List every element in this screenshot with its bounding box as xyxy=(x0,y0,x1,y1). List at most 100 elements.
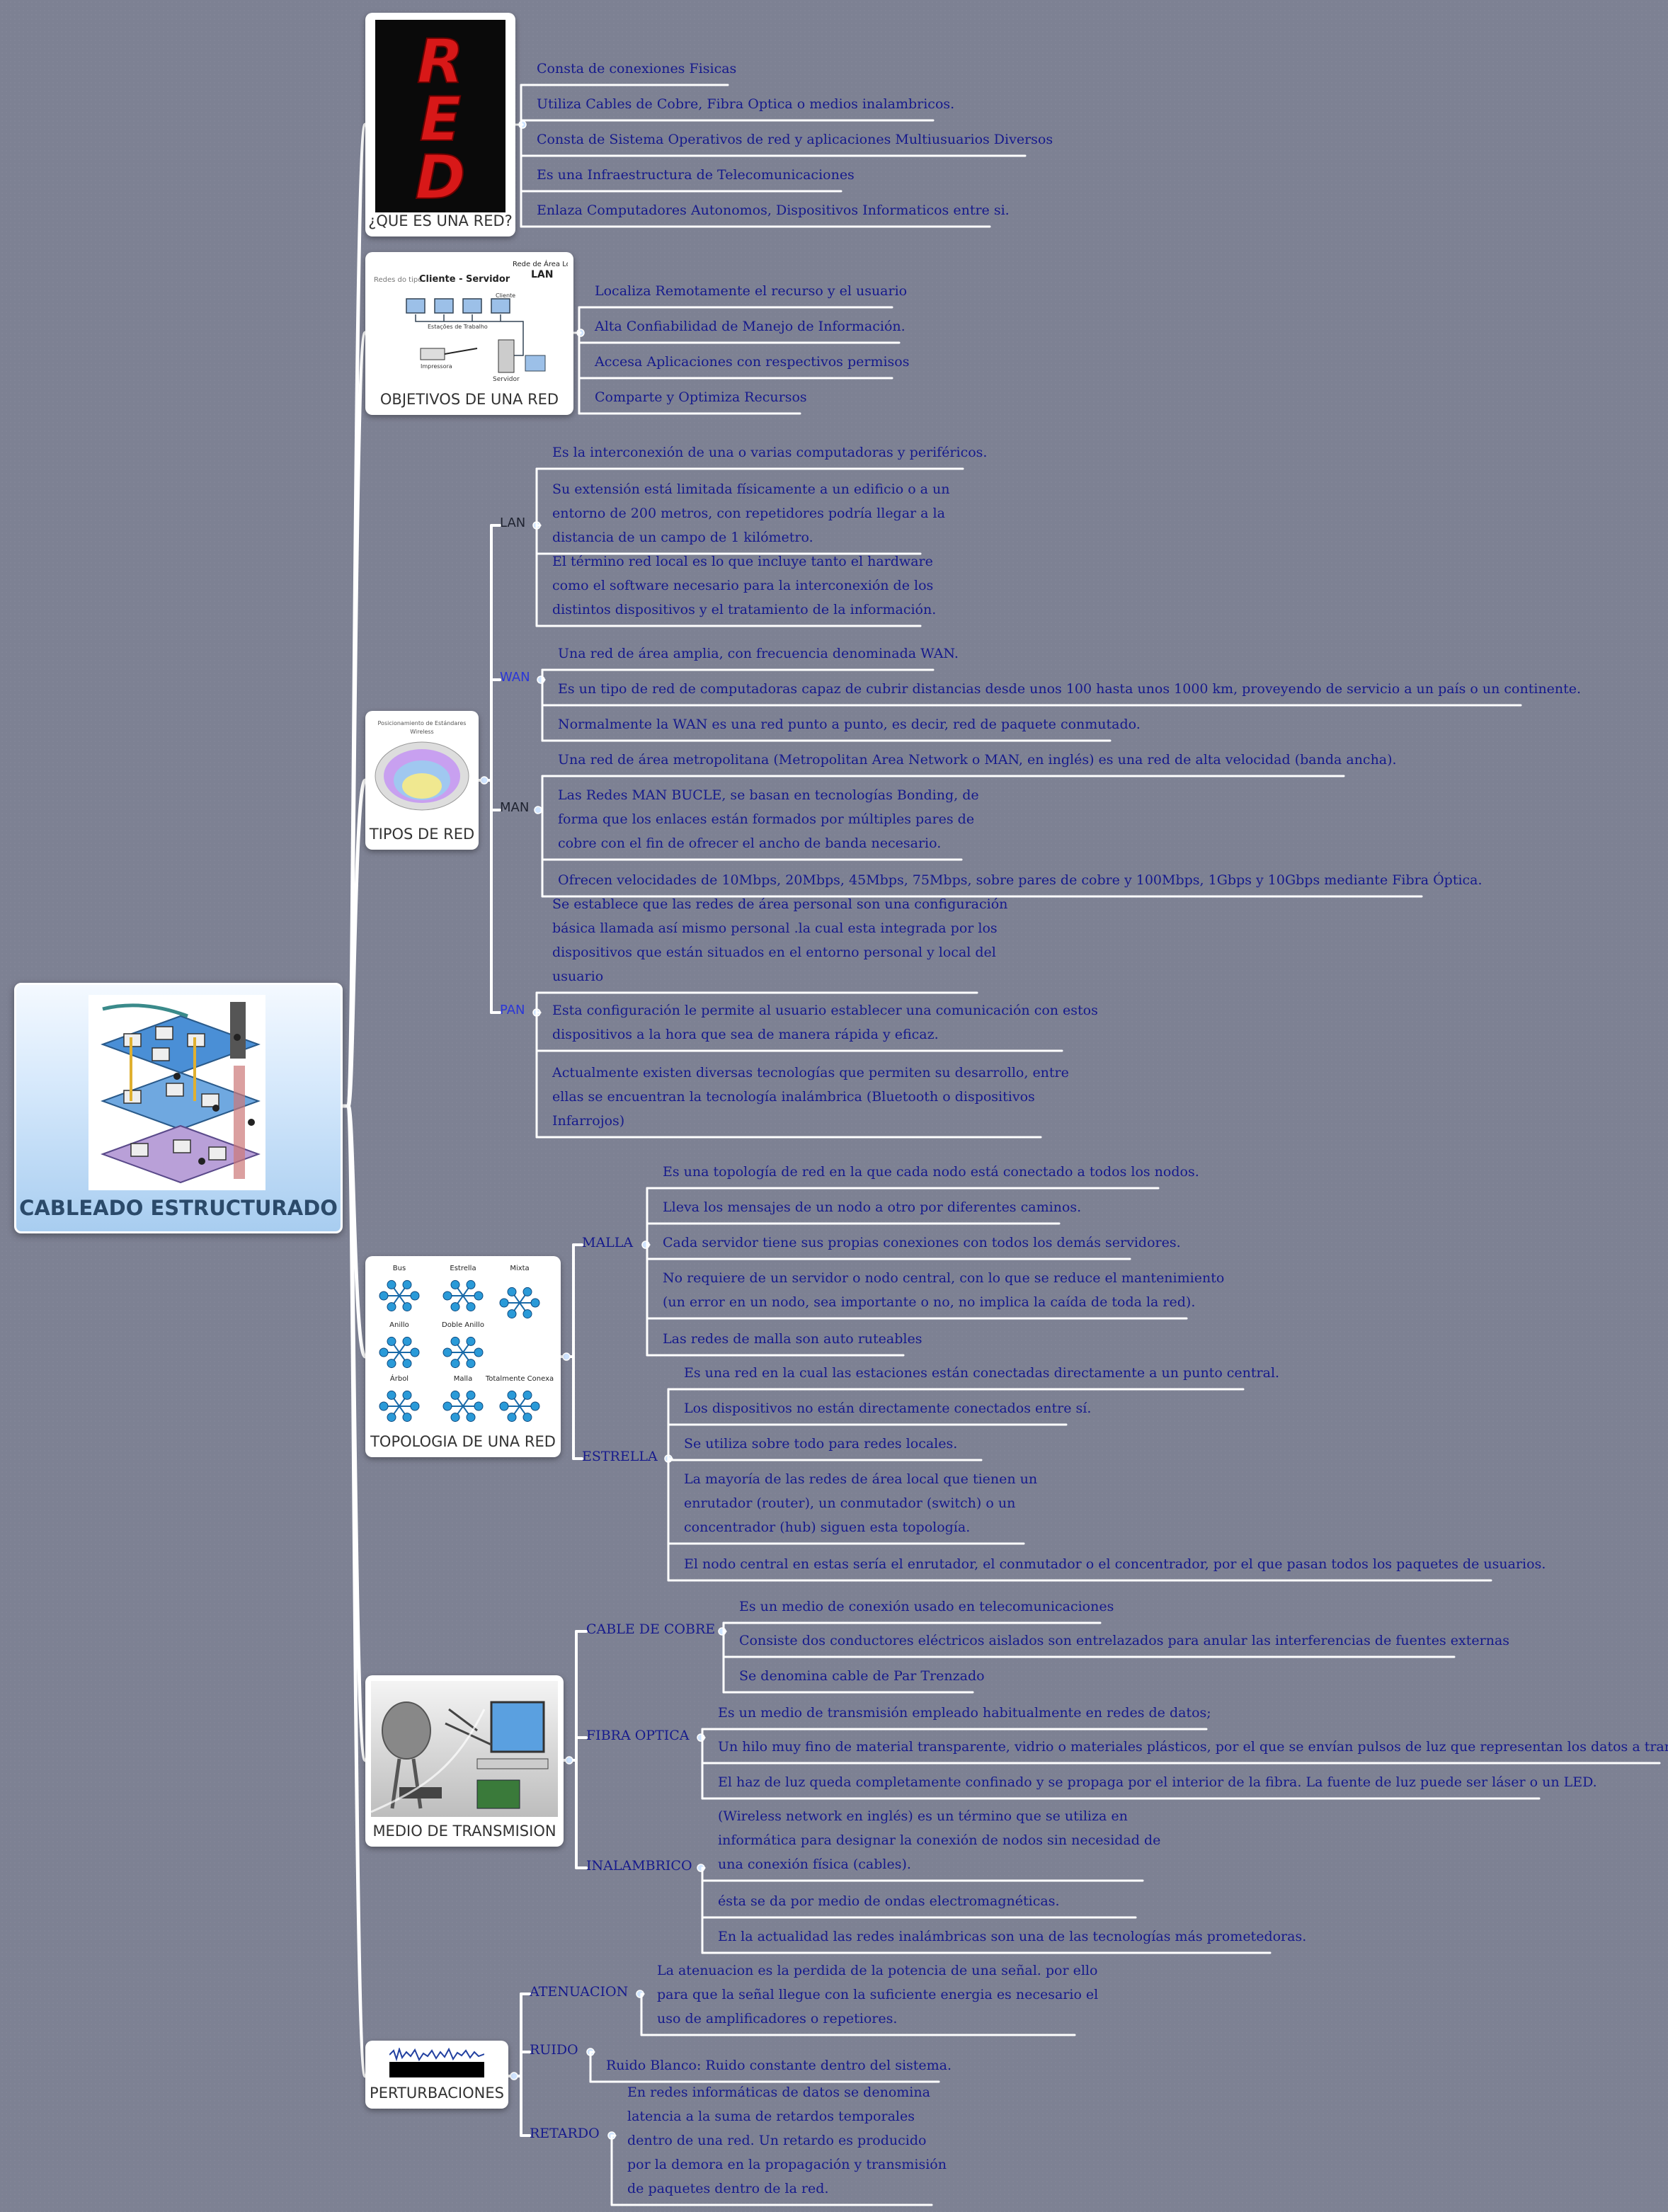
subtopic-lan[interactable]: LAN xyxy=(500,515,526,530)
leaf-topic[interactable]: ésta se da por medio de ondas electromag… xyxy=(718,1889,1060,1913)
leaf-topic[interactable]: Ofrecen velocidades de 10Mbps, 20Mbps, 4… xyxy=(558,868,1483,892)
subtopic-cobre[interactable]: CABLE DE COBRE xyxy=(586,1621,716,1637)
image-label: Rede de Área Local xyxy=(513,259,568,268)
leaf-topic[interactable]: Es una Infraestructura de Telecomunicaci… xyxy=(537,163,855,187)
leaf-text-line: Es una topología de red en la que cada n… xyxy=(663,1164,1199,1180)
leaf-text-line: enrutador (router), un conmutador (switc… xyxy=(684,1495,1016,1511)
image-label: Bus xyxy=(393,1265,406,1272)
subtopic-estrella[interactable]: ESTRELLA xyxy=(582,1449,658,1464)
leaf-text-line: Es un tipo de red de computadoras capaz … xyxy=(558,681,1582,697)
leaf-topic[interactable]: Es la interconexión de una o varias comp… xyxy=(552,440,987,464)
leaf-topic[interactable]: Se establece que las redes de área perso… xyxy=(552,892,1007,988)
leaf-topic[interactable]: Una red de área amplia, con frecuencia d… xyxy=(558,642,959,666)
leaf-topic[interactable]: Consta de Sistema Operativos de red y ap… xyxy=(537,127,1053,152)
leaf-text-line: Localiza Remotamente el recurso y el usu… xyxy=(595,283,908,299)
leaf-topic[interactable]: No requiere de un servidor o nodo centra… xyxy=(663,1266,1224,1314)
leaf-text-line: Es la interconexión de una o varias comp… xyxy=(552,445,988,460)
leaf-topic[interactable]: Comparte y Optimiza Recursos xyxy=(595,385,807,409)
subtopic-retardo[interactable]: RETARDO xyxy=(530,2126,600,2141)
leaf-topic[interactable]: En redes informáticas de datos se denomi… xyxy=(627,2080,947,2201)
leaf-topic[interactable]: En la actualidad las redes inalámbricas … xyxy=(718,1925,1306,1949)
subtopic-ruido[interactable]: RUIDO xyxy=(530,2042,578,2058)
leaf-topic[interactable]: Es una red en la cual las estaciones est… xyxy=(684,1361,1279,1385)
leaf-text-line: Un hilo muy fino de material transparent… xyxy=(718,1739,1668,1755)
subtopic-wan[interactable]: WAN xyxy=(500,670,530,685)
leaf-topic[interactable]: Consiste dos conductores eléctricos aisl… xyxy=(739,1629,1509,1653)
leaf-topic[interactable]: Se denomina cable de Par Trenzado xyxy=(739,1664,985,1688)
leaf-topic[interactable]: Accesa Aplicaciones con respectivos perm… xyxy=(595,350,909,374)
leaf-topic[interactable]: Las Redes MAN BUCLE, se basan en tecnolo… xyxy=(558,783,979,855)
subtopic-malla[interactable]: MALLA xyxy=(582,1235,634,1250)
leaf-topic[interactable]: Alta Confiabilidad de Manejo de Informac… xyxy=(595,314,906,338)
leaf-text-line: distancia de un campo de 1 kilómetro. xyxy=(552,530,813,545)
signal-waveform-image xyxy=(389,2048,484,2077)
leaf-text-line: Las Redes MAN BUCLE, se basan en tecnolo… xyxy=(558,787,979,803)
card-caption: TOPOLOGIA DE UNA RED xyxy=(370,1433,556,1450)
leaf-text-line: Es un medio de conexión usado en telecom… xyxy=(739,1599,1114,1614)
image-label: Malla xyxy=(454,1375,472,1383)
leaf-topic[interactable]: Un hilo muy fino de material transparent… xyxy=(718,1735,1668,1759)
image-label: Estações de Trabalho xyxy=(428,324,488,330)
svg-text:R: R xyxy=(417,26,464,97)
leaf-topic[interactable]: Cada servidor tiene sus propias conexion… xyxy=(663,1231,1181,1255)
connector-dot xyxy=(480,776,489,785)
leaf-topic[interactable]: Esta configuración le permite al usuario… xyxy=(552,998,1098,1047)
leaf-text-line: Alta Confiabilidad de Manejo de Informac… xyxy=(595,319,906,334)
leaf-topic[interactable]: Es una topología de red en la que cada n… xyxy=(663,1160,1199,1184)
leaf-text-line: Normalmente la WAN es una red punto a pu… xyxy=(558,717,1141,732)
leaf-topic[interactable]: Su extensión está limitada físicamente a… xyxy=(552,477,950,549)
card-objetivos-de-una-red[interactable]: Redes do tipo Cliente - Servidor Rede de… xyxy=(365,252,573,415)
leaf-topic[interactable]: La atenuacion es la perdida de la potenc… xyxy=(657,1959,1098,2031)
leaf-topic[interactable]: Una red de área metropolitana (Metropoli… xyxy=(558,748,1397,772)
connector-dot xyxy=(562,1352,571,1361)
leaf-topic[interactable]: Las redes de malla son auto ruteables xyxy=(663,1327,922,1351)
leaf-text-line: Es una red en la cual las estaciones est… xyxy=(684,1365,1280,1381)
leaf-topic[interactable]: (Wireless network en inglés) es un térmi… xyxy=(718,1804,1160,1876)
leaf-text-line: dentro de una red. Un retardo es produci… xyxy=(627,2133,927,2148)
leaf-topic[interactable]: Los dispositivos no están directamente c… xyxy=(684,1396,1091,1420)
card-perturbaciones[interactable]: PERTURBACIONES xyxy=(365,2041,508,2109)
subtopic-fibra[interactable]: FIBRA OPTICA xyxy=(586,1728,690,1743)
card-caption: TIPOS DE RED xyxy=(369,826,475,843)
leaf-topic[interactable]: Ruido Blanco: Ruido constante dentro del… xyxy=(606,2053,952,2077)
leaf-topic[interactable]: Normalmente la WAN es una red punto a pu… xyxy=(558,712,1141,736)
card-tipos-de-red[interactable]: Posicionamiento de Estándares Wireless T… xyxy=(365,711,479,850)
leaf-topic[interactable]: Se utiliza sobre todo para redes locales… xyxy=(684,1432,957,1456)
leaf-text-line: Consta de Sistema Operativos de red y ap… xyxy=(537,132,1053,147)
image-label: Cliente xyxy=(496,292,515,299)
leaf-topic[interactable]: Utiliza Cables de Cobre, Fibra Optica o … xyxy=(537,92,954,116)
leaf-text-line: distintos dispositivos y el tratamiento … xyxy=(552,602,937,617)
connector-line xyxy=(346,778,367,1108)
subtopic-atenuacion[interactable]: ATENUACION xyxy=(530,1984,629,2000)
leaf-text-line: Las redes de malla son auto ruteables xyxy=(663,1331,922,1347)
subtopic-inalambrico[interactable]: INALAMBRICO xyxy=(586,1858,692,1874)
leaf-text-line: Una red de área metropolitana (Metropoli… xyxy=(558,752,1397,768)
central-topic[interactable]: CABLEADO ESTRUCTURADO xyxy=(14,983,343,1233)
card-medio-de-transmision[interactable]: MEDIO DE TRANSMISION xyxy=(365,1675,564,1847)
leaf-text-line: de paquetes dentro de la red. xyxy=(627,2181,829,2196)
leaf-topic[interactable]: Es un medio de conexión usado en telecom… xyxy=(739,1595,1114,1619)
leaf-topic[interactable]: Consta de conexiones Fisicas xyxy=(537,57,736,81)
leaf-topic[interactable]: Lleva los mensajes de un nodo a otro por… xyxy=(663,1195,1081,1219)
leaf-text-line: para que la señal llegue con la suficien… xyxy=(657,1987,1099,2002)
leaf-topic[interactable]: Es un medio de transmisión empleado habi… xyxy=(718,1701,1211,1725)
connector-dot xyxy=(565,1756,573,1765)
leaf-topic[interactable]: La mayoría de las redes de área local qu… xyxy=(684,1467,1037,1539)
leaf-topic[interactable]: El término red local es lo que incluye t… xyxy=(552,549,936,622)
leaf-topic[interactable]: Actualmente existen diversas tecnologías… xyxy=(552,1061,1069,1133)
subtopic-man[interactable]: MAN xyxy=(500,800,530,815)
leaf-text-line: Se denomina cable de Par Trenzado xyxy=(739,1668,985,1684)
leaf-text-line: informática para designar la conexión de… xyxy=(718,1832,1161,1848)
leaf-topic[interactable]: Enlaza Computadores Autonomos, Dispositi… xyxy=(537,198,1010,222)
subtopic-pan[interactable]: PAN xyxy=(500,1003,525,1017)
image-label: Árbol xyxy=(390,1374,409,1383)
leaf-text-line: Enlaza Computadores Autonomos, Dispositi… xyxy=(537,203,1010,218)
leaf-topic[interactable]: El nodo central en estas sería el enruta… xyxy=(684,1552,1546,1576)
leaf-topic[interactable]: Localiza Remotamente el recurso y el usu… xyxy=(595,279,907,303)
leaf-text-line: por la demora en la propagación y transm… xyxy=(627,2157,947,2172)
image-label: Doble Anillo xyxy=(442,1321,484,1329)
leaf-topic[interactable]: El haz de luz queda completamente confin… xyxy=(718,1770,1597,1794)
leaf-topic[interactable]: Es un tipo de red de computadoras capaz … xyxy=(558,677,1581,701)
